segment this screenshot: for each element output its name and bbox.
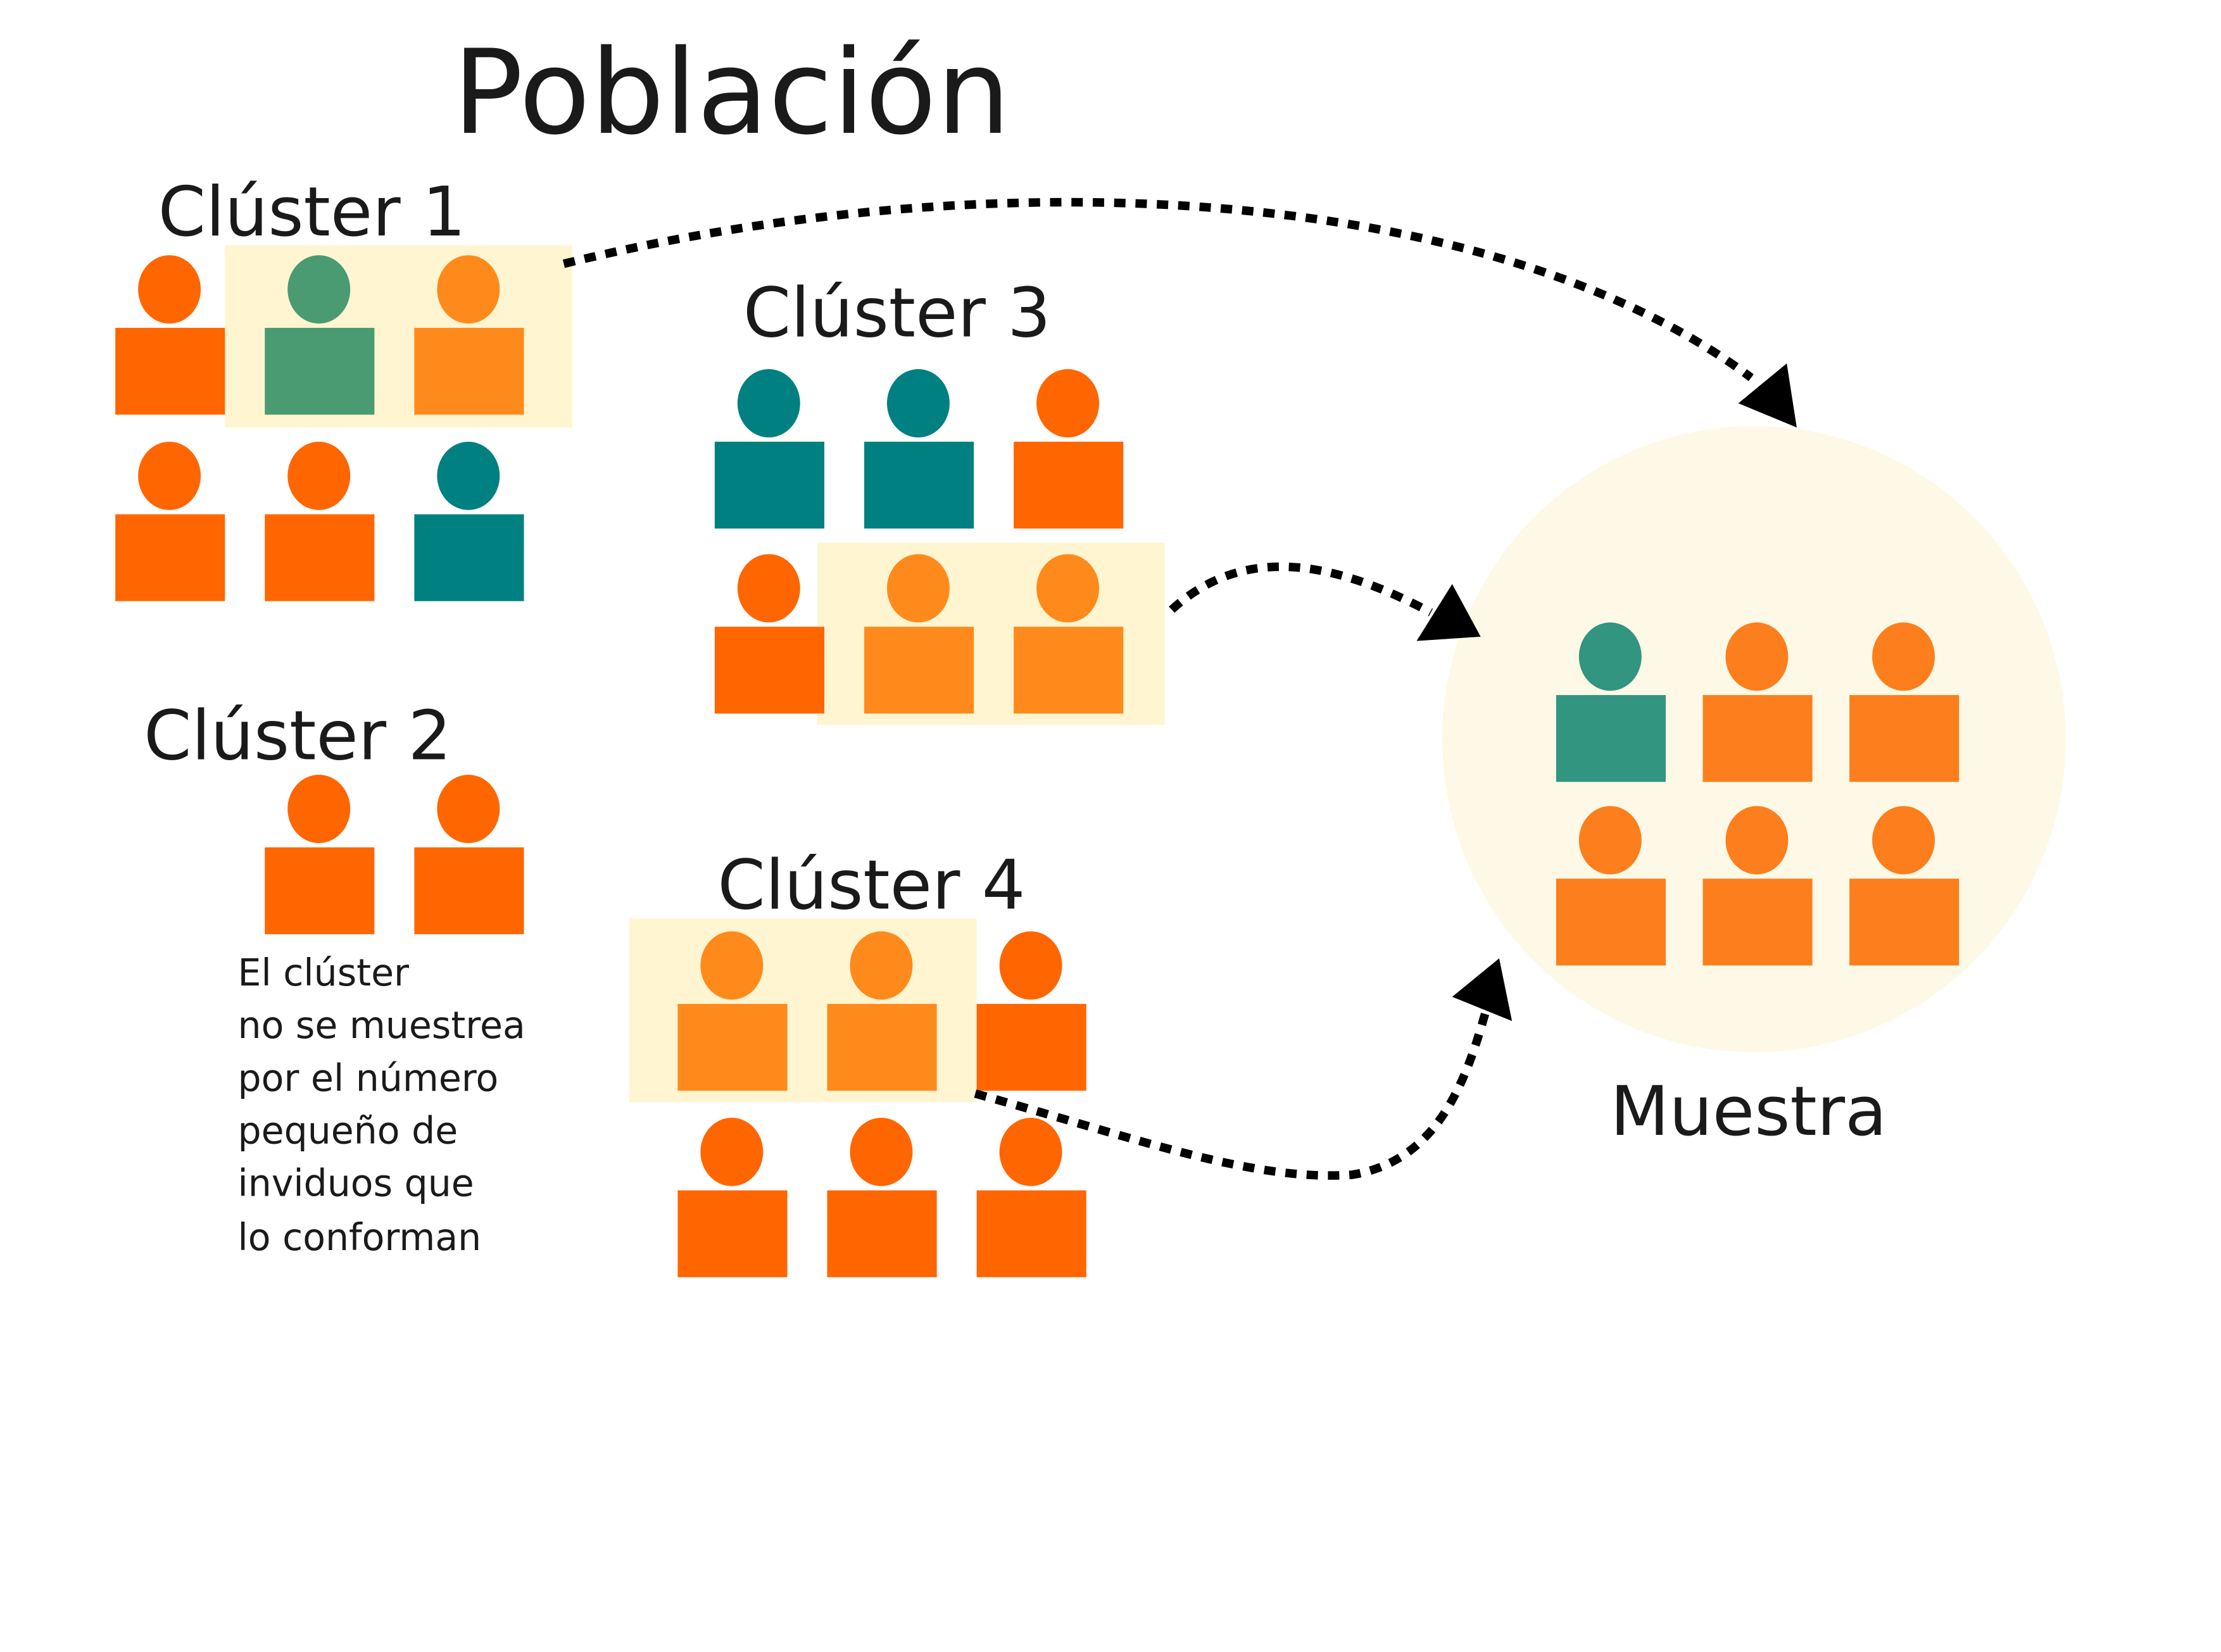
person-head-icon (999, 1117, 1062, 1186)
person-body-icon (265, 327, 375, 415)
person-head-icon (1578, 806, 1642, 875)
sample-person-icon (1849, 622, 1960, 782)
person-body-icon (714, 441, 825, 529)
person-head-icon (287, 441, 351, 510)
person-head-icon (886, 554, 950, 623)
person-head-icon (437, 441, 500, 510)
person-head-icon (1872, 806, 1935, 875)
person-body-icon (265, 847, 375, 934)
note-line: El clúster (238, 951, 410, 994)
cluster-1-person-icon (115, 255, 225, 415)
person-head-icon (700, 1117, 764, 1186)
person-body-icon (976, 1004, 1086, 1091)
person-body-icon (827, 1190, 937, 1277)
arrowhead-icon (1416, 584, 1481, 641)
person-head-icon (1725, 622, 1789, 691)
cluster-3-person-icon (714, 554, 825, 714)
person-body-icon (1556, 879, 1666, 966)
person-body-icon (1556, 695, 1666, 782)
cluster-1-person-icon (414, 255, 524, 415)
person-head-icon (1872, 622, 1935, 691)
sample-person-icon (1702, 622, 1813, 782)
cluster-1-person-icon (265, 441, 375, 601)
person-body-icon (1702, 695, 1813, 782)
person-body-icon (1849, 695, 1960, 782)
person-body-icon (414, 847, 524, 934)
person-head-icon (850, 931, 913, 1000)
cluster-4-person-icon (677, 931, 788, 1091)
cluster-3-person-icon (1014, 554, 1124, 714)
person-head-icon (287, 775, 351, 843)
person-body-icon (265, 514, 375, 601)
arrowhead-icon (1738, 363, 1797, 428)
arrowhead-icon (1452, 958, 1513, 1022)
note-line: pequeño de (238, 1109, 458, 1152)
person-body-icon (677, 1004, 788, 1091)
person-head-icon (138, 255, 201, 324)
person-head-icon (886, 369, 950, 438)
cluster-1-person-icon (265, 255, 375, 415)
person-body-icon (827, 1004, 937, 1091)
person-body-icon (1702, 879, 1813, 966)
cluster-2-person-icon (414, 775, 524, 934)
cluster-1-person-icon (414, 441, 524, 601)
cluster-1-label: Clúster 1 (158, 173, 466, 252)
cluster-2-person-icon (265, 775, 375, 934)
person-head-icon (700, 931, 764, 1000)
person-body-icon (864, 627, 974, 714)
sample-person-icon (1556, 806, 1666, 966)
note-line: por el número (238, 1056, 499, 1099)
cluster-4-person-icon (827, 1117, 937, 1277)
cluster-4-person-icon (976, 1117, 1086, 1277)
person-head-icon (138, 441, 201, 510)
arrow-cluster-1-to-sample (562, 197, 1797, 428)
cluster-4-person-icon (827, 931, 937, 1091)
person-body-icon (414, 327, 524, 415)
arrow-cluster-4-to-sample (974, 958, 1513, 1180)
note-line: lo conforman (238, 1216, 482, 1259)
person-head-icon (1725, 806, 1789, 875)
person-head-icon (437, 255, 500, 324)
person-head-icon (1036, 554, 1100, 623)
person-head-icon (737, 554, 800, 623)
person-head-icon (737, 369, 800, 438)
cluster-3-person-icon (714, 369, 825, 529)
person-head-icon (1578, 622, 1642, 691)
note-line: inviduos que (238, 1162, 474, 1205)
cluster-3-person-icon (864, 554, 974, 714)
cluster-3-person-icon (1014, 369, 1124, 529)
population-title: Población (453, 25, 1010, 161)
cluster-3-person-icon (864, 369, 974, 529)
sample-label: Muestra (1610, 1072, 1887, 1151)
person-body-icon (414, 514, 524, 601)
cluster-4-label: Clúster 4 (717, 846, 1025, 925)
person-body-icon (677, 1190, 788, 1277)
person-head-icon (287, 255, 351, 324)
cluster-1-person-icon (115, 441, 225, 601)
person-head-icon (437, 775, 500, 843)
person-body-icon (864, 441, 974, 529)
people-layer (115, 255, 1960, 1277)
cluster-2-note: El clúster no se muestrea por el número … (238, 951, 525, 1259)
person-head-icon (850, 1117, 913, 1186)
person-body-icon (976, 1190, 1086, 1277)
cluster-4-person-icon (976, 931, 1086, 1091)
sample-person-icon (1702, 806, 1813, 966)
cluster-4-person-icon (677, 1117, 788, 1277)
person-body-icon (115, 327, 225, 415)
person-head-icon (1036, 369, 1100, 438)
person-body-icon (115, 514, 225, 601)
sample-person-icon (1849, 806, 1960, 966)
person-body-icon (1014, 627, 1124, 714)
cluster-2-label: Clúster 2 (144, 696, 451, 775)
person-body-icon (1849, 879, 1960, 966)
cluster-3-label: Clúster 3 (743, 273, 1051, 353)
person-head-icon (999, 931, 1062, 1000)
note-line: no se muestrea (238, 1004, 525, 1047)
person-body-icon (714, 627, 825, 714)
sample-person-icon (1556, 622, 1666, 782)
person-body-icon (1014, 441, 1124, 529)
arrow-cluster-3-to-sample (1169, 562, 1481, 641)
